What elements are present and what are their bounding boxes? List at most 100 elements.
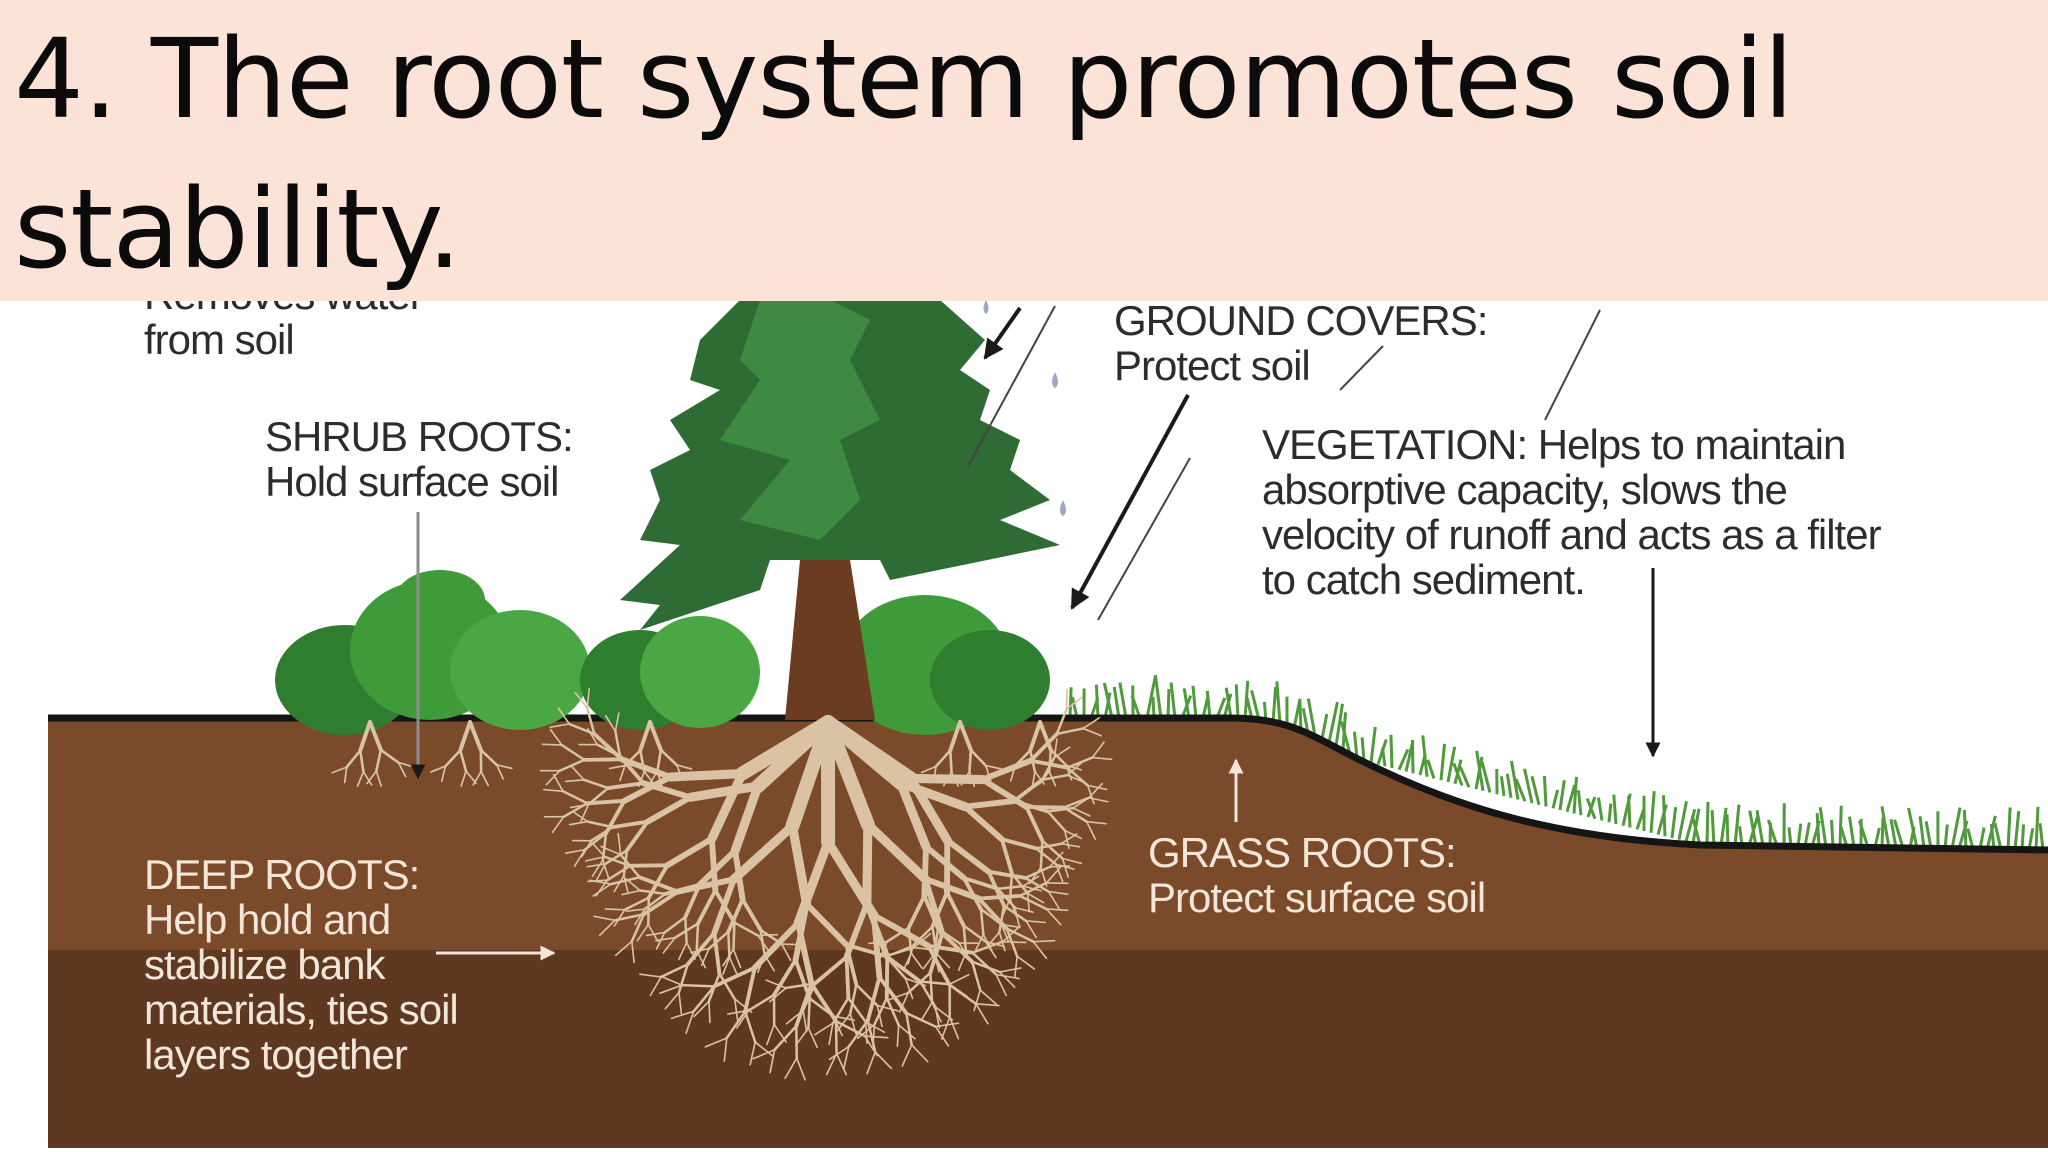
grass-blade bbox=[2020, 824, 2026, 850]
grass-blade bbox=[1818, 807, 1828, 848]
grass-blade bbox=[2013, 810, 2021, 850]
root-segment bbox=[975, 1002, 1000, 1007]
grass-blade bbox=[1205, 690, 1212, 719]
grass-blade bbox=[1523, 768, 1534, 804]
root-segment bbox=[659, 748, 678, 767]
root-segment bbox=[934, 749, 952, 768]
root-segment bbox=[998, 971, 1016, 989]
root-segment bbox=[999, 837, 1039, 851]
root-segment bbox=[655, 936, 676, 942]
root-segment bbox=[692, 985, 716, 1013]
root-segment bbox=[1065, 696, 1083, 710]
root-segment bbox=[613, 913, 646, 922]
root-segment bbox=[965, 951, 976, 971]
root-segment bbox=[643, 770, 655, 785]
root-segment bbox=[984, 764, 992, 782]
root-segment bbox=[832, 1015, 856, 1021]
root-segment bbox=[904, 977, 914, 1000]
root-segment bbox=[1028, 720, 1042, 753]
root-segment bbox=[549, 728, 563, 746]
root-segment bbox=[905, 1011, 913, 1047]
root-segment bbox=[986, 931, 1001, 948]
root-segment bbox=[1014, 906, 1020, 927]
root-segment bbox=[685, 781, 763, 802]
grass-blade bbox=[1421, 735, 1429, 777]
vegetation-line-3: velocity of runoff and acts as a filter bbox=[1262, 511, 1882, 558]
root-segment bbox=[631, 940, 635, 964]
root-segment bbox=[747, 993, 776, 1012]
grass-blade bbox=[1191, 685, 1198, 719]
root-segment bbox=[1038, 720, 1053, 752]
root-segment bbox=[971, 951, 998, 976]
root-segment bbox=[863, 1035, 889, 1039]
root-segment bbox=[1005, 927, 1035, 943]
root-segment bbox=[945, 890, 966, 928]
ground-line bbox=[48, 714, 2048, 854]
root-segment bbox=[675, 763, 693, 770]
root-segment bbox=[960, 770, 971, 786]
root-segment bbox=[979, 989, 998, 1005]
grass-blade bbox=[1719, 807, 1728, 846]
rain-streak-4 bbox=[1544, 309, 1601, 421]
grass-blade bbox=[2006, 807, 2012, 850]
root-segment bbox=[863, 1035, 878, 1057]
root-segment bbox=[707, 769, 747, 844]
root-segment bbox=[754, 1041, 775, 1058]
root-segment bbox=[582, 778, 610, 790]
root-segment bbox=[929, 952, 938, 973]
root-segment bbox=[1060, 842, 1081, 848]
root-segment bbox=[823, 837, 879, 920]
root-segment bbox=[722, 948, 735, 967]
root-segment bbox=[1024, 805, 1045, 843]
root-segment bbox=[948, 1016, 960, 1040]
grass-blade bbox=[1607, 803, 1613, 823]
root-segment bbox=[844, 955, 851, 1000]
grass-blade bbox=[1166, 689, 1171, 719]
ground-covers-arrow bbox=[1070, 394, 1190, 610]
root-segment bbox=[998, 967, 1022, 973]
root-segment bbox=[552, 773, 564, 793]
ground-covers-heading: GROUND COVERS: bbox=[1114, 297, 1488, 344]
root-segment bbox=[375, 770, 382, 787]
root-segment bbox=[659, 975, 683, 986]
root-segment bbox=[560, 743, 586, 762]
slide-title: 4. The root system promotes soil stabili… bbox=[14, 4, 1914, 304]
root-segment bbox=[962, 924, 968, 954]
root-segment bbox=[958, 720, 973, 752]
root-segment bbox=[896, 1024, 900, 1048]
root-segment bbox=[904, 977, 927, 987]
root-segment bbox=[1025, 920, 1047, 924]
root-segment bbox=[1085, 820, 1107, 825]
grass-blade bbox=[2034, 806, 2040, 850]
root-segment bbox=[885, 996, 900, 1027]
grass-blade bbox=[1459, 766, 1471, 788]
rain-streak-1 bbox=[967, 305, 1056, 467]
root-segment bbox=[897, 1024, 916, 1040]
root-segment bbox=[935, 952, 951, 969]
root-segment bbox=[765, 979, 787, 989]
grass-blade bbox=[1094, 684, 1100, 719]
grass-roots-label: GRASS ROOTS: Protect surface soil bbox=[1148, 830, 1486, 920]
root-segment bbox=[948, 973, 970, 986]
root-segment bbox=[844, 942, 859, 987]
root-segment bbox=[1016, 955, 1036, 970]
root-segment bbox=[645, 931, 666, 937]
root-segment bbox=[1047, 890, 1060, 909]
root-segment bbox=[907, 944, 915, 965]
grass-blade bbox=[1068, 687, 1073, 719]
root-segment bbox=[551, 815, 565, 834]
root-segment bbox=[663, 915, 687, 934]
root-segment bbox=[1032, 940, 1048, 960]
root-segment bbox=[922, 876, 982, 902]
root-segment bbox=[465, 770, 477, 784]
root-segment bbox=[568, 820, 589, 826]
grass-blade bbox=[1684, 808, 1697, 842]
root-segment bbox=[768, 987, 787, 1003]
root-segment bbox=[459, 749, 468, 773]
root-segment bbox=[772, 958, 798, 997]
root-segment bbox=[693, 1000, 710, 1018]
grass-blade bbox=[1334, 703, 1344, 747]
root-segment bbox=[950, 771, 960, 787]
root-segment bbox=[793, 837, 833, 928]
